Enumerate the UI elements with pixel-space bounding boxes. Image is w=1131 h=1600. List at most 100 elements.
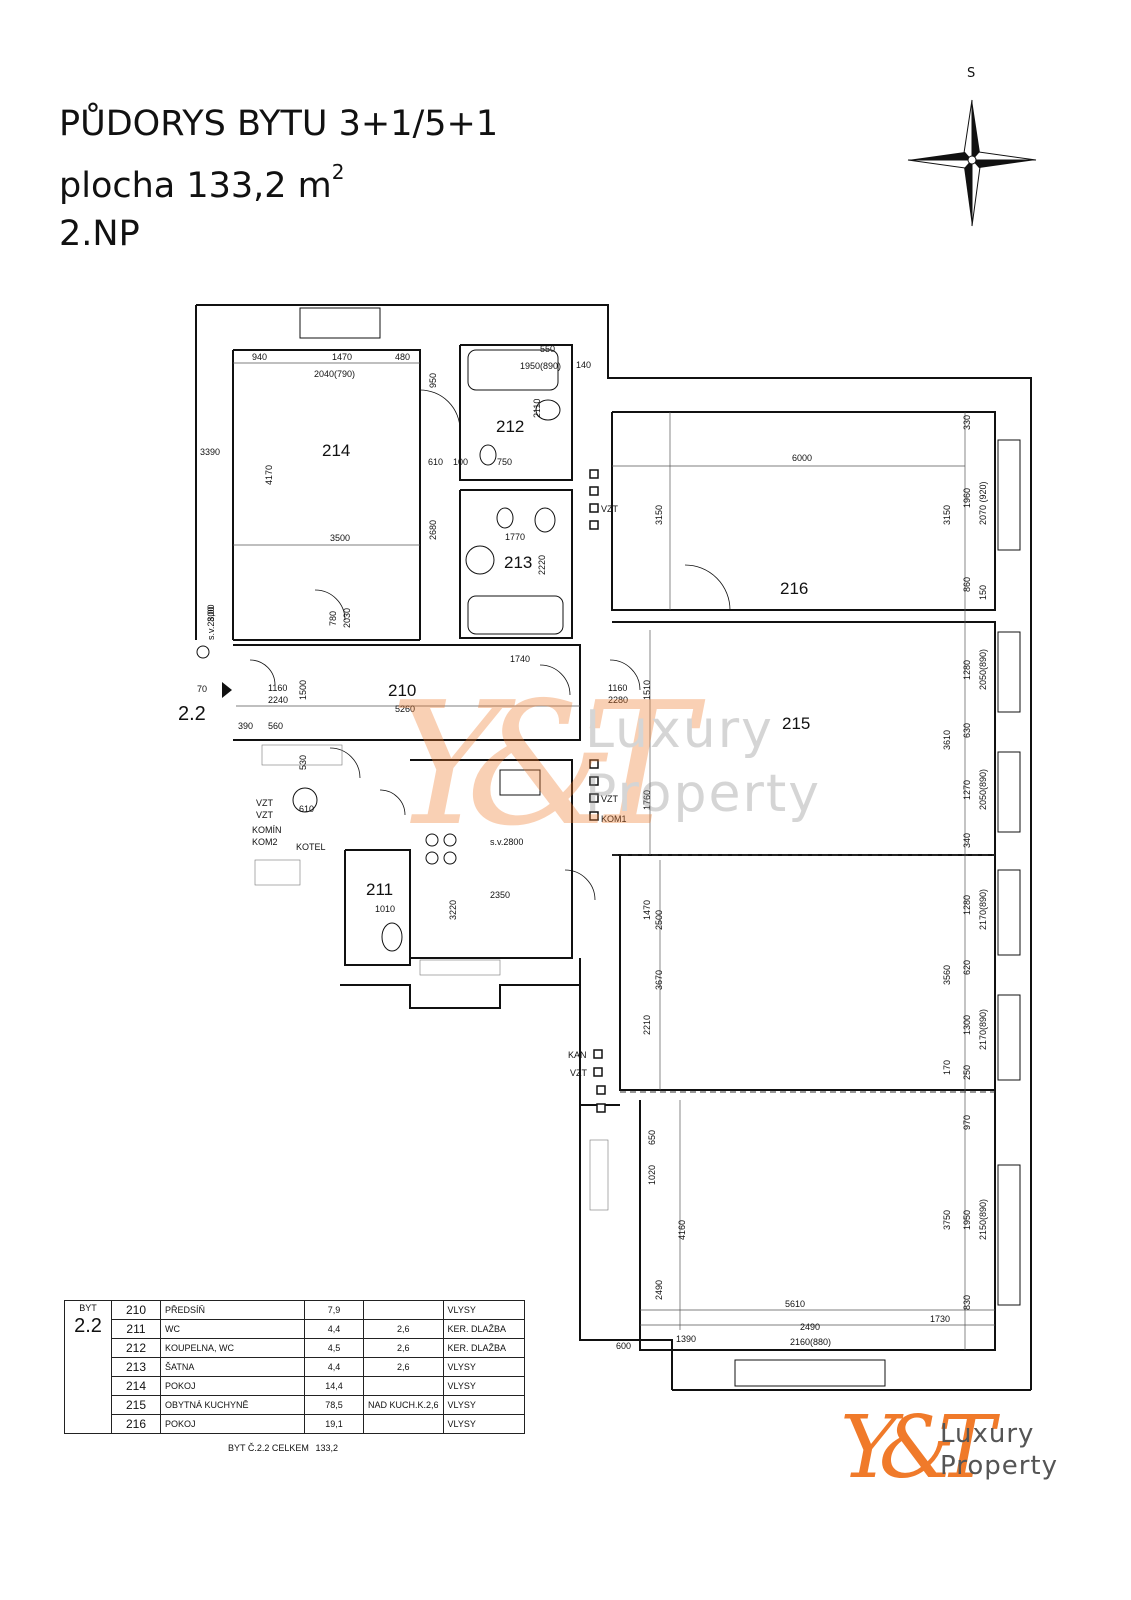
title-line-3: 2.NP	[59, 214, 140, 254]
hob-icon	[425, 833, 439, 847]
dim-label: 530	[298, 755, 308, 770]
table-row: 214 POKOJ 14,4 VLYSY	[65, 1376, 525, 1396]
room-floor: VLYSY	[442, 1357, 525, 1377]
room-floor: KER. DLAŽBA	[442, 1319, 525, 1339]
dim-label: 2490	[800, 1322, 820, 1332]
watermark-text: Luxury Property	[585, 698, 821, 826]
sink-icon	[534, 507, 556, 533]
section-label: 2.2	[178, 703, 206, 725]
room-name: OBYTNÁ KUCHYNĚ	[160, 1395, 305, 1415]
dim-label: 2170(890)	[978, 889, 988, 930]
hob-icon	[425, 851, 439, 865]
dim-label: 610	[428, 457, 443, 467]
logo-text: Luxury Property	[940, 1418, 1058, 1482]
room-floor: VLYSY	[442, 1300, 525, 1320]
room-separators	[612, 854, 995, 1093]
windows-right	[299, 307, 1021, 1387]
dim-label: 4170	[264, 465, 274, 485]
room-area: 4,4	[304, 1357, 364, 1377]
room-area: 4,4	[304, 1319, 364, 1339]
dim-label: 150	[978, 585, 988, 600]
room-area: 4,5	[304, 1338, 364, 1358]
dim-label: 1740	[510, 654, 530, 664]
sink-icon	[465, 545, 495, 575]
dim-label: 2240	[268, 695, 288, 705]
dim-label: 860	[962, 577, 972, 592]
dim-label: 560	[268, 721, 283, 731]
room-211-label: 211	[366, 880, 393, 899]
room-214-label: 214	[322, 441, 350, 460]
dim-label: 1390	[676, 1334, 696, 1344]
dim-label: 2040(790)	[314, 369, 355, 379]
dim-label: 610	[299, 804, 314, 814]
dim-label: 3390	[200, 447, 220, 457]
total-value: 133,2	[315, 1443, 339, 1453]
dim-label: 2050(890)	[978, 649, 988, 690]
dim-label: 5610	[785, 1299, 805, 1309]
table-row: 212 KOUPELNA, WC 4,5 2,6 KER. DLAŽBA	[65, 1338, 525, 1358]
dim-label: 2500	[654, 910, 664, 930]
table-total-row: BYT Č.2.2 CELKEM 133,2	[228, 1443, 338, 1453]
watermark-mark: Y&T	[390, 666, 695, 864]
dim-label: 6000	[792, 453, 812, 463]
dim-label: 340	[962, 833, 972, 848]
room-height	[363, 1414, 444, 1434]
room-name: PŘEDSÍŇ	[160, 1300, 305, 1320]
vzt-label: VZT	[601, 504, 619, 514]
dim-label: 70	[197, 684, 207, 694]
room-name: ŠATNA	[160, 1357, 305, 1377]
dim-label: 2070 (920)	[978, 481, 988, 525]
dim-label: 630	[962, 723, 972, 738]
dim-label: 1950(890)	[520, 361, 561, 371]
dimension-labels: 940 1470 480 2040(790) 1950(890) 550 140…	[197, 344, 950, 1351]
room-height	[363, 1300, 444, 1320]
sv-label: 3,00	[206, 604, 216, 622]
watermark-line1: Luxury	[585, 700, 774, 760]
room-height: NAD KUCH.K.2,6	[363, 1395, 444, 1415]
dim-label: 3560	[942, 965, 952, 985]
table-row: 215 OBYTNÁ KUCHYNĚ 78,5 NAD KUCH.K.2,6 V…	[65, 1395, 525, 1415]
room-212-label: 212	[496, 417, 524, 436]
dim-label: 4160	[677, 1220, 687, 1240]
dim-label: 170	[942, 1060, 952, 1075]
room-area: 78,5	[304, 1395, 364, 1415]
room-name: WC	[160, 1319, 305, 1339]
compass-label: S	[967, 66, 976, 81]
table-row: BYT 2.2 210 PŘEDSÍŇ 7,9 VLYSY	[64, 1300, 525, 1434]
dim-label: 1470	[642, 900, 652, 920]
dim-label: 1510	[642, 680, 652, 700]
bathtub-icon	[467, 595, 564, 635]
room-area: 14,4	[304, 1376, 364, 1396]
dim-label: 1730	[930, 1314, 950, 1324]
dim-label: 250	[962, 1065, 972, 1080]
area-text: plocha 133,2 m	[59, 166, 332, 206]
room-name: POKOJ	[160, 1376, 305, 1396]
room-floor: VLYSY	[442, 1376, 525, 1396]
plan-title: PŮDORYS BYTU 3+1/5+1 plocha 133,2 m2 2.N…	[59, 100, 498, 258]
kan-label: KAN	[568, 1050, 587, 1060]
dim-label: 3220	[448, 900, 458, 920]
door-swings	[249, 389, 731, 901]
compass-rose-icon	[907, 99, 1037, 227]
dim-label: 390	[238, 721, 253, 731]
room-height	[363, 1376, 444, 1396]
dim-label: 2110	[532, 399, 542, 418]
kom2-label: KOM2	[252, 837, 278, 847]
dim-label: 750	[497, 457, 512, 467]
dim-label: 1960	[962, 488, 972, 508]
dim-label: 3610	[942, 730, 952, 750]
room-table: BYT 2.2 210 PŘEDSÍŇ 7,9 VLYSY 211 WC 4,4…	[64, 1300, 525, 1434]
room-floor: KER. DLAŽBA	[442, 1338, 525, 1358]
sv-label: s.v.2800	[490, 837, 523, 847]
dim-label: 1770	[505, 532, 525, 542]
dim-label: 2160(880)	[790, 1337, 831, 1347]
dim-label: 1280	[962, 895, 972, 915]
dim-label: 140	[576, 360, 591, 370]
dim-label: 940	[252, 352, 267, 362]
dim-label: 600	[616, 1341, 631, 1351]
watermark-line2: Property	[585, 764, 822, 824]
dim-label: 3150	[942, 505, 952, 525]
vzt-label: VZT	[256, 798, 274, 808]
area-superscript: 2	[331, 160, 345, 184]
dim-label: 1160	[608, 683, 627, 693]
